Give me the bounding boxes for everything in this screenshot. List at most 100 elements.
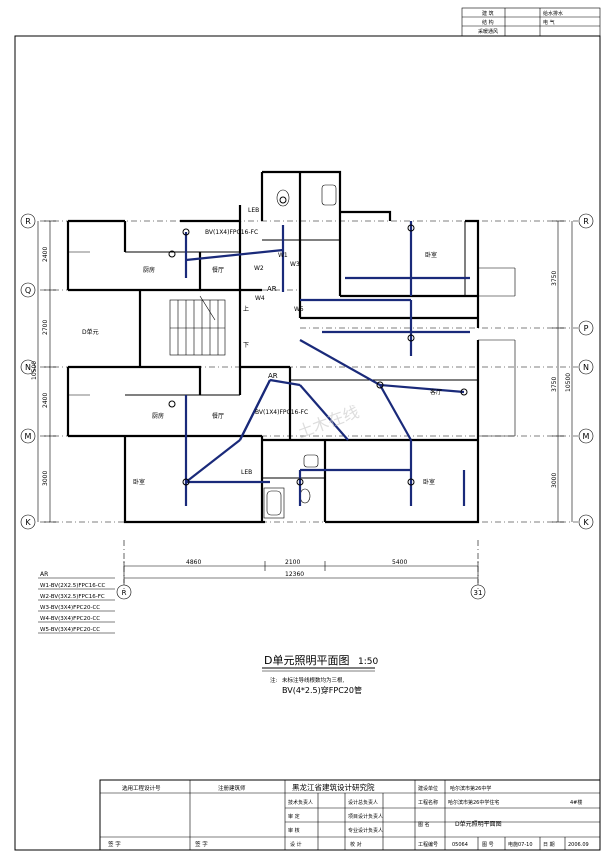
axis-bubbles-left: R Q N M K bbox=[20, 213, 36, 530]
tb-top-label-2: 结 构 bbox=[482, 19, 494, 26]
circuit-w3: W3 bbox=[290, 261, 300, 268]
tb-sign-label-2: 签 字 bbox=[195, 840, 208, 848]
leb-top: LEB bbox=[248, 207, 259, 214]
cable-top: BV(1X4)FPC16-FC bbox=[205, 229, 258, 236]
dim-right-1: 3750 bbox=[551, 271, 558, 286]
room-living: 客厅 bbox=[430, 388, 442, 396]
notes-label: 注: bbox=[270, 676, 278, 684]
ar-top: AR bbox=[267, 285, 277, 293]
drawing-frame bbox=[14, 35, 601, 851]
tb-building: 4#楼 bbox=[570, 799, 582, 806]
dims-bottom: 4860 2100 5400 12360 bbox=[123, 559, 479, 583]
tb-role-3: 审 核 bbox=[288, 827, 300, 834]
room-labels: 厨房 餐厅 卧室 D单元 厨房 餐厅 客厅 卧室 卧室 bbox=[82, 251, 442, 486]
tb-role-1: 技术负责人 bbox=[288, 799, 313, 806]
tb-project-no-label: 工程编号 bbox=[418, 841, 438, 848]
dim-left-3: 2400 bbox=[42, 393, 49, 408]
axis-bubbles-bottom: R 31 bbox=[116, 584, 486, 600]
stair-up-label: 上 bbox=[243, 305, 249, 313]
axis-bottom-R: R bbox=[122, 589, 127, 597]
tb-role2-1: 设计总负责人 bbox=[348, 799, 378, 806]
luminaires bbox=[168, 196, 468, 486]
dims-left: 2400 2700 2400 3000 10500 bbox=[31, 220, 56, 523]
dim-right-3: 3000 bbox=[551, 473, 558, 488]
dim-left-total: 10500 bbox=[31, 361, 38, 380]
walls bbox=[66, 170, 516, 524]
title-block-top: 建 筑 给水排水 结 构 电 气 采暖通风 bbox=[461, 7, 601, 37]
circuit-w1: W1 bbox=[278, 252, 288, 259]
axis-left-Q: Q bbox=[25, 286, 31, 295]
circuit-w4: W4 bbox=[255, 295, 265, 302]
ar-bottom: AR bbox=[268, 372, 278, 380]
legend: AR W1-BV(2X2.5)FPC16-CC W2-BV(3X2.5)FPC1… bbox=[38, 571, 115, 634]
circuit-w5: W5 bbox=[294, 306, 304, 313]
room-unit: D单元 bbox=[82, 328, 99, 336]
plan-title: D单元照明平面图 bbox=[264, 654, 349, 667]
tb-drawing-no-value: 电施07-10 bbox=[508, 841, 533, 848]
tb-project-name-label: 工程名称 bbox=[418, 799, 438, 806]
tb-date-value: 2006.09 bbox=[568, 842, 589, 848]
dim-bottom-2: 2100 bbox=[285, 559, 300, 566]
dims-right: 3750 3750 3000 10500 bbox=[551, 220, 573, 523]
plan-title-block: D单元照明平面图 1:50 注: 未标注导线根数均为三根, BV(4*2.5)穿… bbox=[262, 654, 378, 695]
cable-bottom: BV(1X4)FPC16-FC bbox=[255, 409, 308, 416]
legend-item-4: W4-BV(3X4)FPC20-CC bbox=[40, 616, 100, 622]
circuit-w2: W2 bbox=[254, 265, 264, 272]
room-kitchen-bottom: 厨房 bbox=[152, 412, 164, 420]
dim-right-total: 10500 bbox=[565, 373, 572, 392]
dim-right-2: 3750 bbox=[551, 377, 558, 392]
axis-right-K: K bbox=[583, 518, 589, 527]
tb-drawing-name-label: 图 名 bbox=[418, 821, 430, 828]
tb-sign-label-1: 签 字 bbox=[108, 840, 121, 848]
dim-bottom-1: 4860 bbox=[186, 559, 201, 566]
tb-institute: 黑龙江省建筑设计研究院 bbox=[292, 782, 375, 792]
axis-right-M: M bbox=[583, 432, 590, 441]
title-block: 选用工程设计号 注册建筑师 黑龙江省建筑设计研究院 建设单位 哈尔滨市第26中学… bbox=[99, 779, 601, 851]
tb-sign-left-1: 选用工程设计号 bbox=[122, 784, 161, 792]
panel-labels: LEB LEB AR AR BV(1X4)FPC16-FC BV(1X4)FPC… bbox=[205, 207, 308, 476]
leb-bottom: LEB bbox=[241, 469, 252, 476]
dim-bottom-total: 12360 bbox=[285, 571, 304, 578]
tb-role-2: 审 定 bbox=[288, 813, 300, 820]
tb-project-no-value: 05064 bbox=[452, 842, 468, 848]
axis-grid bbox=[40, 220, 578, 590]
room-bedroom-bottom-right: 卧室 bbox=[423, 478, 435, 486]
axis-bottom-31: 31 bbox=[474, 589, 483, 597]
room-bedroom-top: 卧室 bbox=[425, 251, 437, 259]
legend-title: AR bbox=[40, 571, 48, 578]
tb-role3-1: 校 对 bbox=[350, 841, 362, 848]
tb-drawing-no-label: 图 号 bbox=[482, 842, 494, 848]
bath-fixtures bbox=[263, 184, 337, 519]
dim-left-1: 2400 bbox=[42, 247, 49, 262]
legend-item-3: W3-BV(3X4)FPC20-CC bbox=[40, 605, 100, 611]
tb-sign-left-2: 注册建筑师 bbox=[218, 784, 246, 792]
axis-right-P: P bbox=[584, 324, 589, 333]
room-kitchen-top: 厨房 bbox=[143, 266, 155, 274]
tb-top-value-2: 电 气 bbox=[543, 19, 555, 26]
room-dining-bottom: 餐厅 bbox=[212, 412, 224, 420]
tb-role2-2: 项目设计负责人 bbox=[348, 813, 383, 820]
legend-item-1: W1-BV(2X2.5)FPC16-CC bbox=[40, 583, 106, 589]
legend-item-5: W5-BV(3X4)FPC20-CC bbox=[40, 627, 100, 633]
tb-top-label-1: 建 筑 bbox=[482, 10, 494, 17]
tb-top-value-1: 给水排水 bbox=[543, 10, 563, 17]
room-dining-top: 餐厅 bbox=[212, 266, 224, 274]
room-bedroom-bottom-left: 卧室 bbox=[133, 478, 145, 486]
plan-scale: 1:50 bbox=[358, 657, 378, 667]
tb-construction-unit-value: 哈尔滨市第26中学 bbox=[450, 785, 491, 792]
legend-item-2: W2-BV(3X2.5)FPC16-FC bbox=[40, 594, 105, 600]
axis-left-M: M bbox=[25, 432, 32, 441]
axis-left-N: N bbox=[25, 363, 31, 372]
tb-role3-2: 设 计 bbox=[290, 841, 302, 848]
wiring bbox=[184, 221, 470, 506]
stair-treads: 上 下 bbox=[169, 295, 249, 356]
dim-left-4: 3000 bbox=[42, 471, 49, 486]
notes-line1: 未标注导线根数均为三根, bbox=[282, 676, 345, 684]
tb-top-label-3: 采暖通风 bbox=[478, 28, 498, 35]
dim-left-2: 2700 bbox=[42, 320, 49, 335]
stair-down-label: 下 bbox=[243, 342, 249, 349]
tb-construction-unit-label: 建设单位 bbox=[418, 785, 438, 792]
tb-drawing-name-value: D单元照明平面图 bbox=[455, 820, 502, 828]
axis-bubbles-right: R P N M K bbox=[578, 213, 594, 530]
